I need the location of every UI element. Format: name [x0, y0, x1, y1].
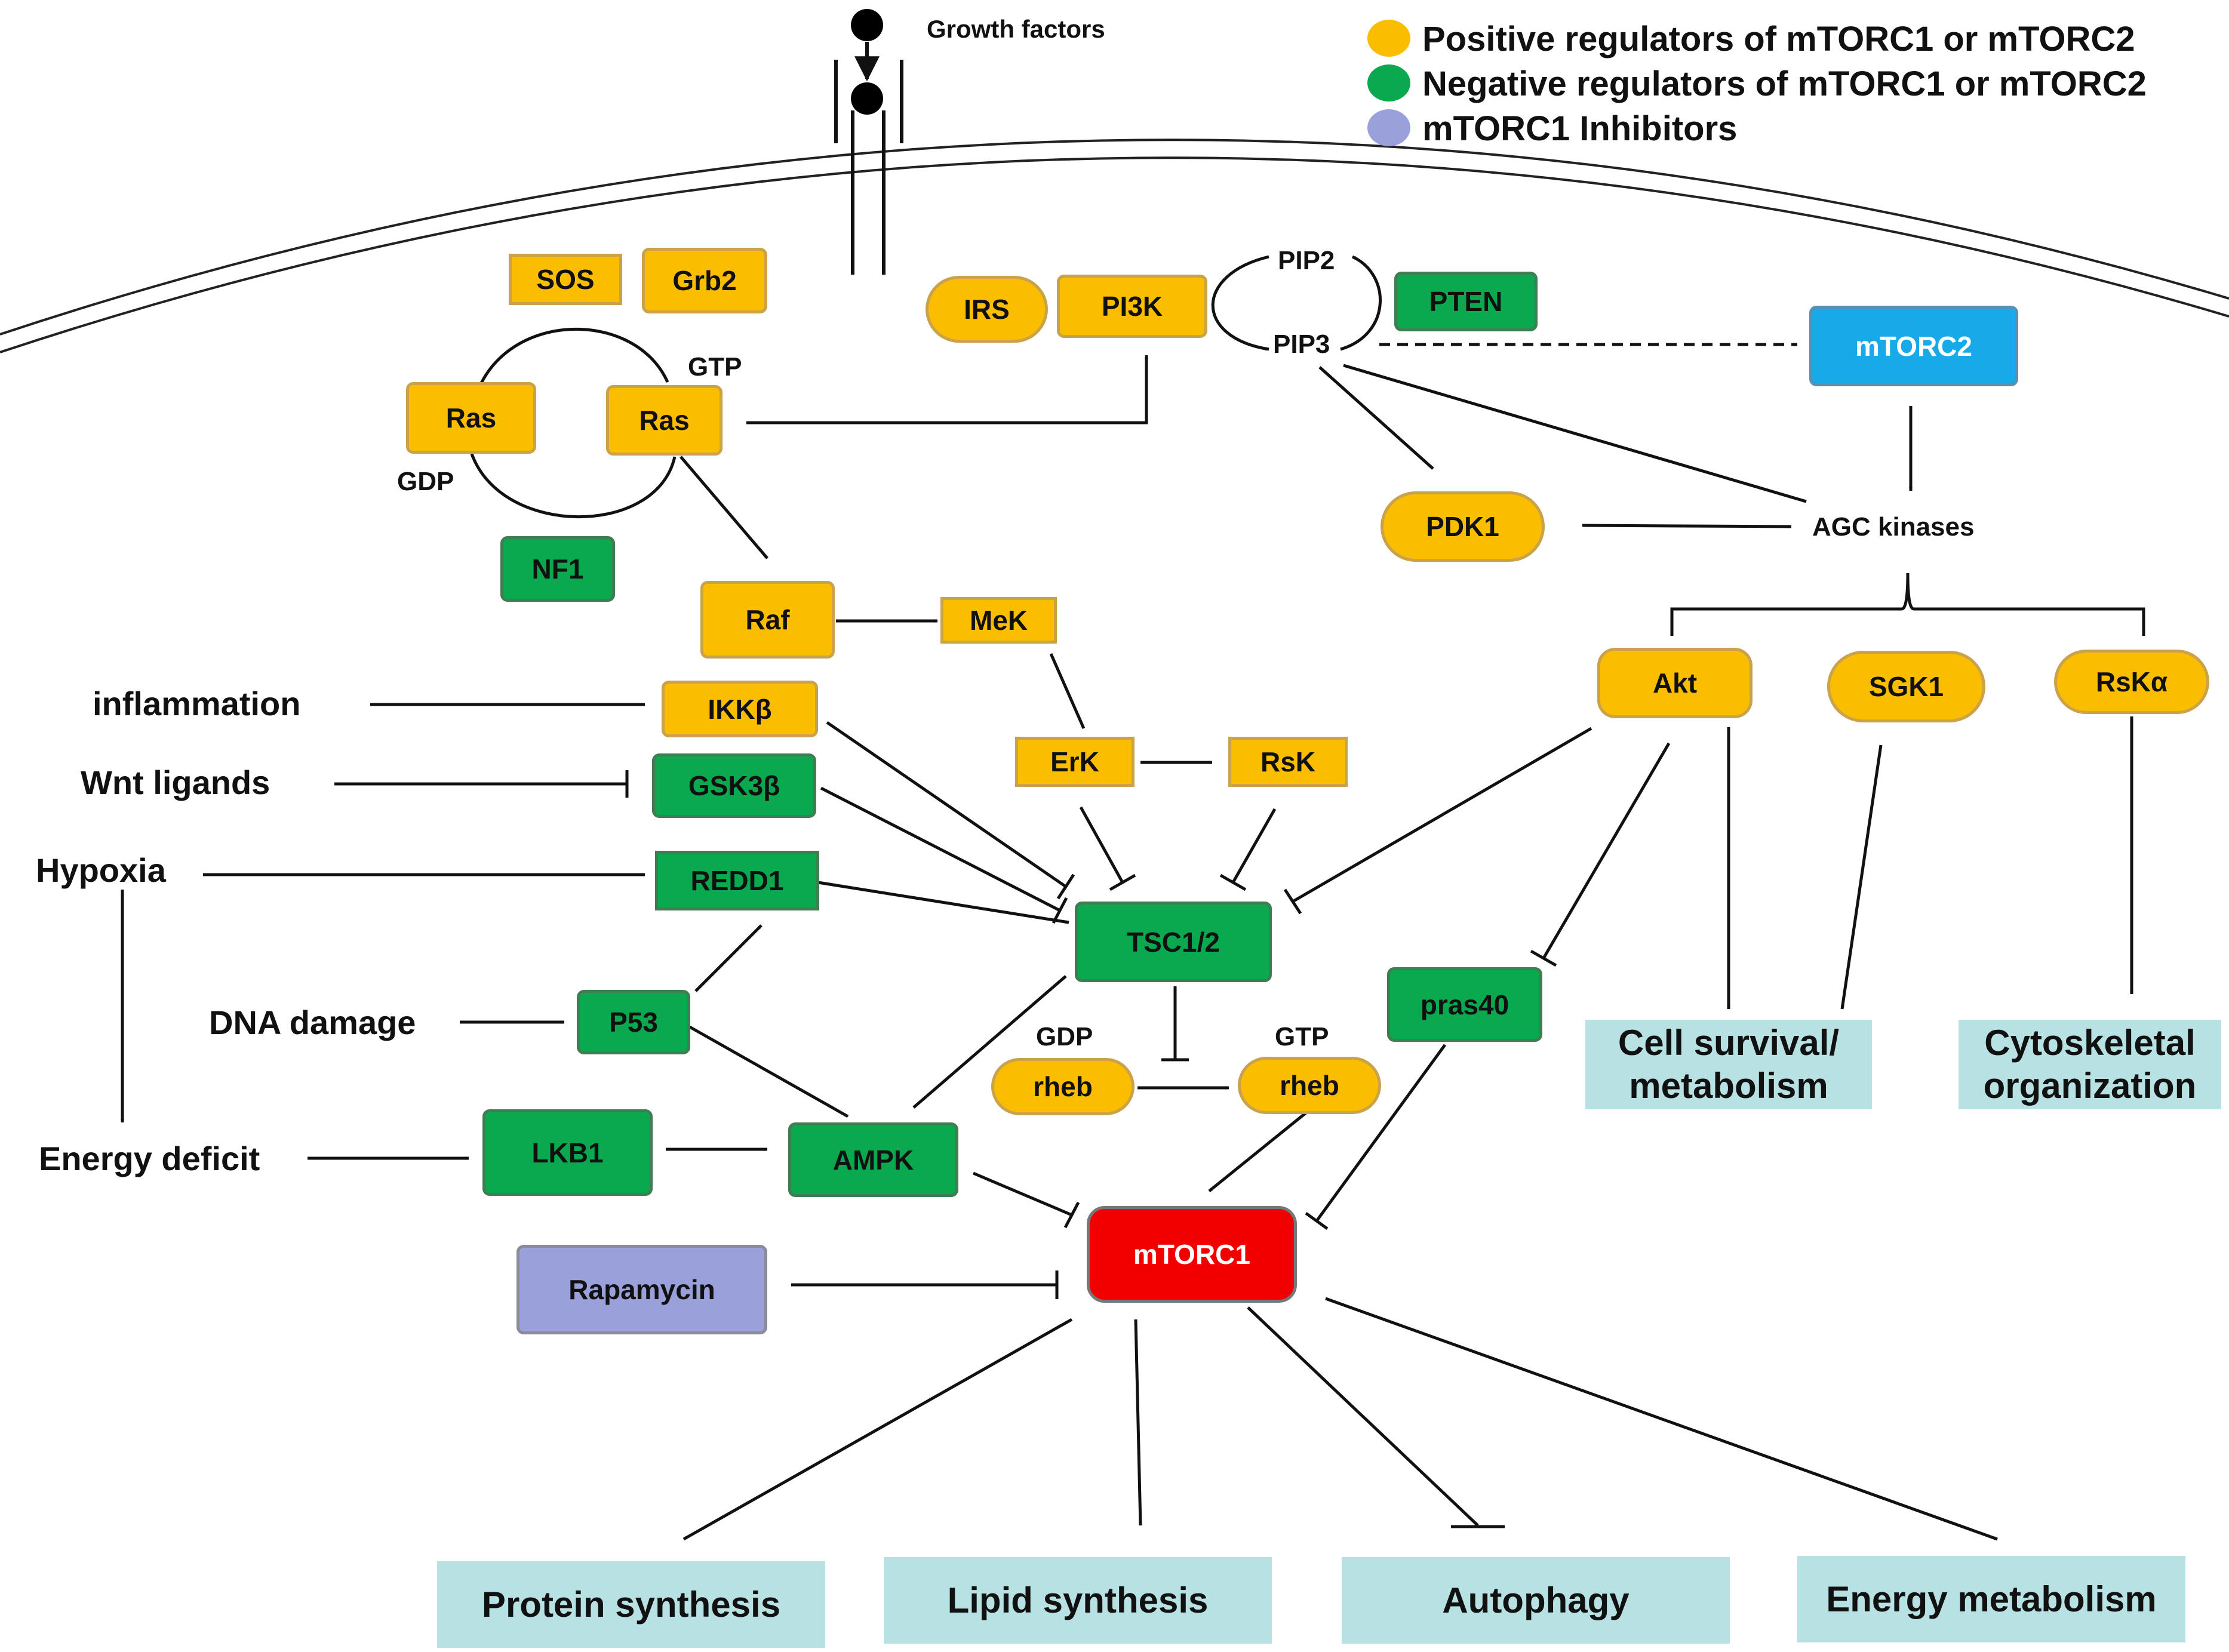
cytoskeletal-outcome: Cytoskeletal organization: [1959, 1020, 2221, 1109]
agc-kinases-label: AGC kinases: [1812, 512, 1975, 542]
sgk1-node: SGK1: [1827, 651, 1985, 722]
protein-synthesis-outcome: Protein synthesis: [437, 1561, 825, 1648]
akt-inhibits-tsc: [1292, 727, 1592, 903]
mtorc1-node: mTORC1: [1087, 1206, 1297, 1303]
pip3-to-agc-arrow: [1343, 364, 1807, 503]
ras-cycle-bottom-arrow: [470, 453, 677, 519]
redd1-to-tsc-arrow: [817, 881, 1069, 924]
pras40-inhibits-mtorc1: [1315, 1044, 1447, 1222]
pi3k-node: PI3K: [1057, 275, 1207, 338]
ampk-node: AMPK: [788, 1122, 958, 1197]
gtp-rheb-label: GTP: [1275, 1022, 1329, 1051]
p53-to-redd1-arrow: [694, 924, 763, 992]
pip3-label: PIP3: [1273, 330, 1330, 359]
legend-swatch-inhibitor: [1367, 109, 1410, 146]
pip2-label: PIP2: [1278, 246, 1335, 275]
akt-inhibits-pras40: [1542, 742, 1671, 959]
wnt-ligands-label: Wnt ligands: [81, 764, 270, 801]
raf-node: Raf: [700, 581, 835, 659]
p53-to-ampk-arrow: [688, 1025, 849, 1118]
mtorc1-inhibits-autophagy: [1247, 1306, 1479, 1527]
cell-membrane: [0, 139, 2229, 353]
ikkb-inhibits-tsc: [826, 721, 1067, 888]
gsk3b-inhibits-tsc: [820, 786, 1061, 912]
ras-to-pi3k-arrow: [746, 355, 1148, 424]
mtorc2-node: mTORC2: [1809, 306, 2018, 386]
growth-factors-label: Growth factors: [927, 15, 1105, 43]
legend-label-inhibitor: mTORC1 Inhibitors: [1422, 109, 1738, 148]
growth-factor-ligand: [851, 9, 883, 41]
legend-label-positive: Positive regulators of mTORC1 or mTORC2: [1422, 20, 2135, 59]
cell-survival-outcome: Cell survival/ metabolism: [1585, 1020, 1872, 1109]
energy-deficit-label: Energy deficit: [39, 1140, 260, 1177]
lipid-synthesis-outcome: Lipid synthesis: [884, 1557, 1272, 1644]
erk-node: ErK: [1015, 737, 1135, 787]
ras-to-raf-arrow: [680, 456, 768, 559]
ras-gdp-node: Ras: [406, 382, 536, 454]
mtorc1-to-energy-metabolism-arrow: [1325, 1297, 1998, 1541]
rsk-node: RsK: [1228, 737, 1348, 787]
ampk-to-tsc-arrow: [912, 975, 1067, 1109]
ras-cycle-top-arrow: [470, 327, 669, 413]
rheb-gtp-node: rheb: [1238, 1057, 1381, 1114]
agc-bracket: [1670, 573, 2145, 636]
pras40-node: pras40: [1387, 967, 1542, 1042]
p53-node: P53: [577, 990, 690, 1054]
mtorc1-to-protein-synthesis-arrow: [682, 1318, 1073, 1541]
mek-node: MeK: [940, 597, 1057, 644]
lkb1-node: LKB1: [482, 1109, 653, 1196]
gsk3b-node: GSK3β: [652, 753, 816, 818]
pdk1-to-agc-arrow: [1582, 524, 1792, 528]
pip-cycle-left-arrow: [1212, 255, 1269, 351]
dna-damage-label: DNA damage: [209, 1004, 416, 1041]
pip-cycle-right-arrow: [1340, 255, 1382, 351]
redd1-node: REDD1: [655, 851, 819, 910]
ampk-inhibits-mtorc1: [973, 1171, 1072, 1217]
tsc-node: TSC1/2: [1075, 902, 1272, 982]
rheb-gdp-node: rheb: [991, 1058, 1135, 1115]
grb2-node: Grb2: [642, 248, 767, 313]
gdp-ras-label: GDP: [397, 467, 454, 496]
gtp-ras-label: GTP: [688, 352, 742, 382]
legend-label-negative: Negative regulators of mTORC1 or mTORC2: [1422, 64, 2147, 103]
mek-to-erk-arrow: [1049, 653, 1086, 730]
erk-inhibits-tsc: [1079, 806, 1124, 884]
energy-metabolism-outcome: Energy metabolism: [1797, 1556, 2185, 1642]
growth-factor-receptor: [834, 42, 903, 275]
rska-node: RsKα: [2054, 650, 2209, 714]
ras-gtp-node: Ras: [606, 385, 722, 456]
rapamycin-drug-node: Rapamycin: [516, 1245, 767, 1334]
ikkb-node: IKKβ: [662, 681, 818, 737]
legend-swatch-negative: [1367, 64, 1410, 101]
sos-node: SOS: [509, 254, 622, 305]
pip3-to-pdk1-arrow: [1318, 366, 1434, 470]
irs-node: IRS: [926, 276, 1048, 343]
gdp-rheb-label: GDP: [1036, 1022, 1093, 1051]
inflammation-label: inflammation: [93, 685, 301, 722]
pten-node: PTEN: [1394, 272, 1538, 331]
akt-node: Akt: [1597, 648, 1753, 718]
autophagy-outcome: Autophagy: [1342, 1557, 1730, 1644]
legend-swatch-positive: [1367, 20, 1410, 57]
sgk1-to-cell-survival-arrow: [1840, 745, 1883, 1010]
hypoxia-label: Hypoxia: [36, 851, 166, 889]
pdk1-node: PDK1: [1381, 491, 1545, 562]
rsk-inhibits-tsc: [1231, 808, 1277, 884]
receptor-ligand: [851, 82, 883, 115]
mtorc1-to-lipid-synthesis-arrow: [1134, 1319, 1142, 1526]
rheb-to-mtorc1-arrow: [1208, 1109, 1310, 1192]
nf1-node: NF1: [500, 536, 615, 602]
